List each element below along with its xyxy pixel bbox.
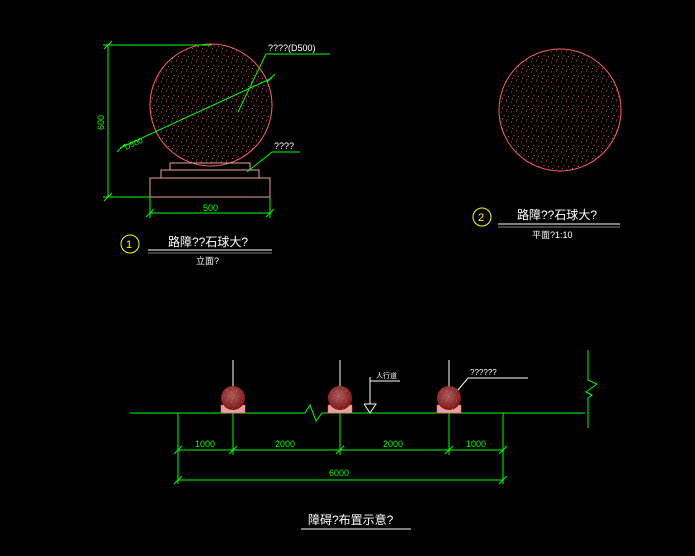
plan-subtitle: 平面?1:10 bbox=[532, 230, 573, 240]
dimension-1000-right: 1000 bbox=[466, 439, 486, 449]
ball-leader-text: ????(D500) bbox=[268, 43, 316, 53]
sidewalk-label: 人行道 bbox=[376, 371, 397, 380]
layout-leader-line bbox=[457, 377, 528, 391]
width-dimension-text: 500 bbox=[203, 203, 218, 213]
height-dimension-text: 600 bbox=[96, 115, 106, 130]
dimension-1000-left: 1000 bbox=[195, 439, 215, 449]
base-leader-text: ???? bbox=[274, 141, 294, 151]
total-dimension-text: 6000 bbox=[329, 468, 349, 478]
detail-number-circle-2 bbox=[472, 207, 492, 227]
dimension-2000-b: 2000 bbox=[383, 439, 403, 449]
detail-number-circle-1 bbox=[120, 234, 140, 254]
diameter-line bbox=[119, 77, 273, 149]
plan-view: 2 路障??石球大? 平面?1:10 bbox=[472, 48, 622, 240]
ball-leader-line bbox=[237, 53, 330, 113]
stone-ball-plan bbox=[498, 48, 622, 172]
layout-title: 障碍?布置示意? bbox=[308, 512, 394, 527]
detail-number-1: 1 bbox=[126, 239, 132, 251]
stone-ball-2 bbox=[327, 360, 353, 414]
detail-number-2: 2 bbox=[478, 212, 484, 224]
elevation-view: 600 500 D500 ????(D500) ???? 1 路障??石球大? … bbox=[96, 40, 330, 266]
dimension-2000-a: 2000 bbox=[275, 439, 295, 449]
sidewalk-marker: 人行道 bbox=[363, 371, 400, 414]
layout-plan: 人行道 ?????? 1000 2000 2000 1000 6000 障碍?布… bbox=[130, 350, 598, 530]
stone-ball-elevation bbox=[149, 43, 273, 167]
break-line bbox=[585, 350, 598, 428]
ground-line bbox=[130, 403, 585, 423]
elevation-subtitle: 立面? bbox=[196, 255, 219, 266]
elevation-title: 路障??石球大? bbox=[168, 234, 248, 249]
plan-title: 路障??石球大? bbox=[517, 207, 597, 222]
base-leader-line bbox=[246, 151, 300, 173]
diameter-text: D500 bbox=[123, 136, 145, 152]
stone-ball-3 bbox=[436, 360, 462, 414]
stone-ball-1 bbox=[220, 360, 246, 414]
layout-leader-text: ?????? bbox=[470, 368, 497, 377]
